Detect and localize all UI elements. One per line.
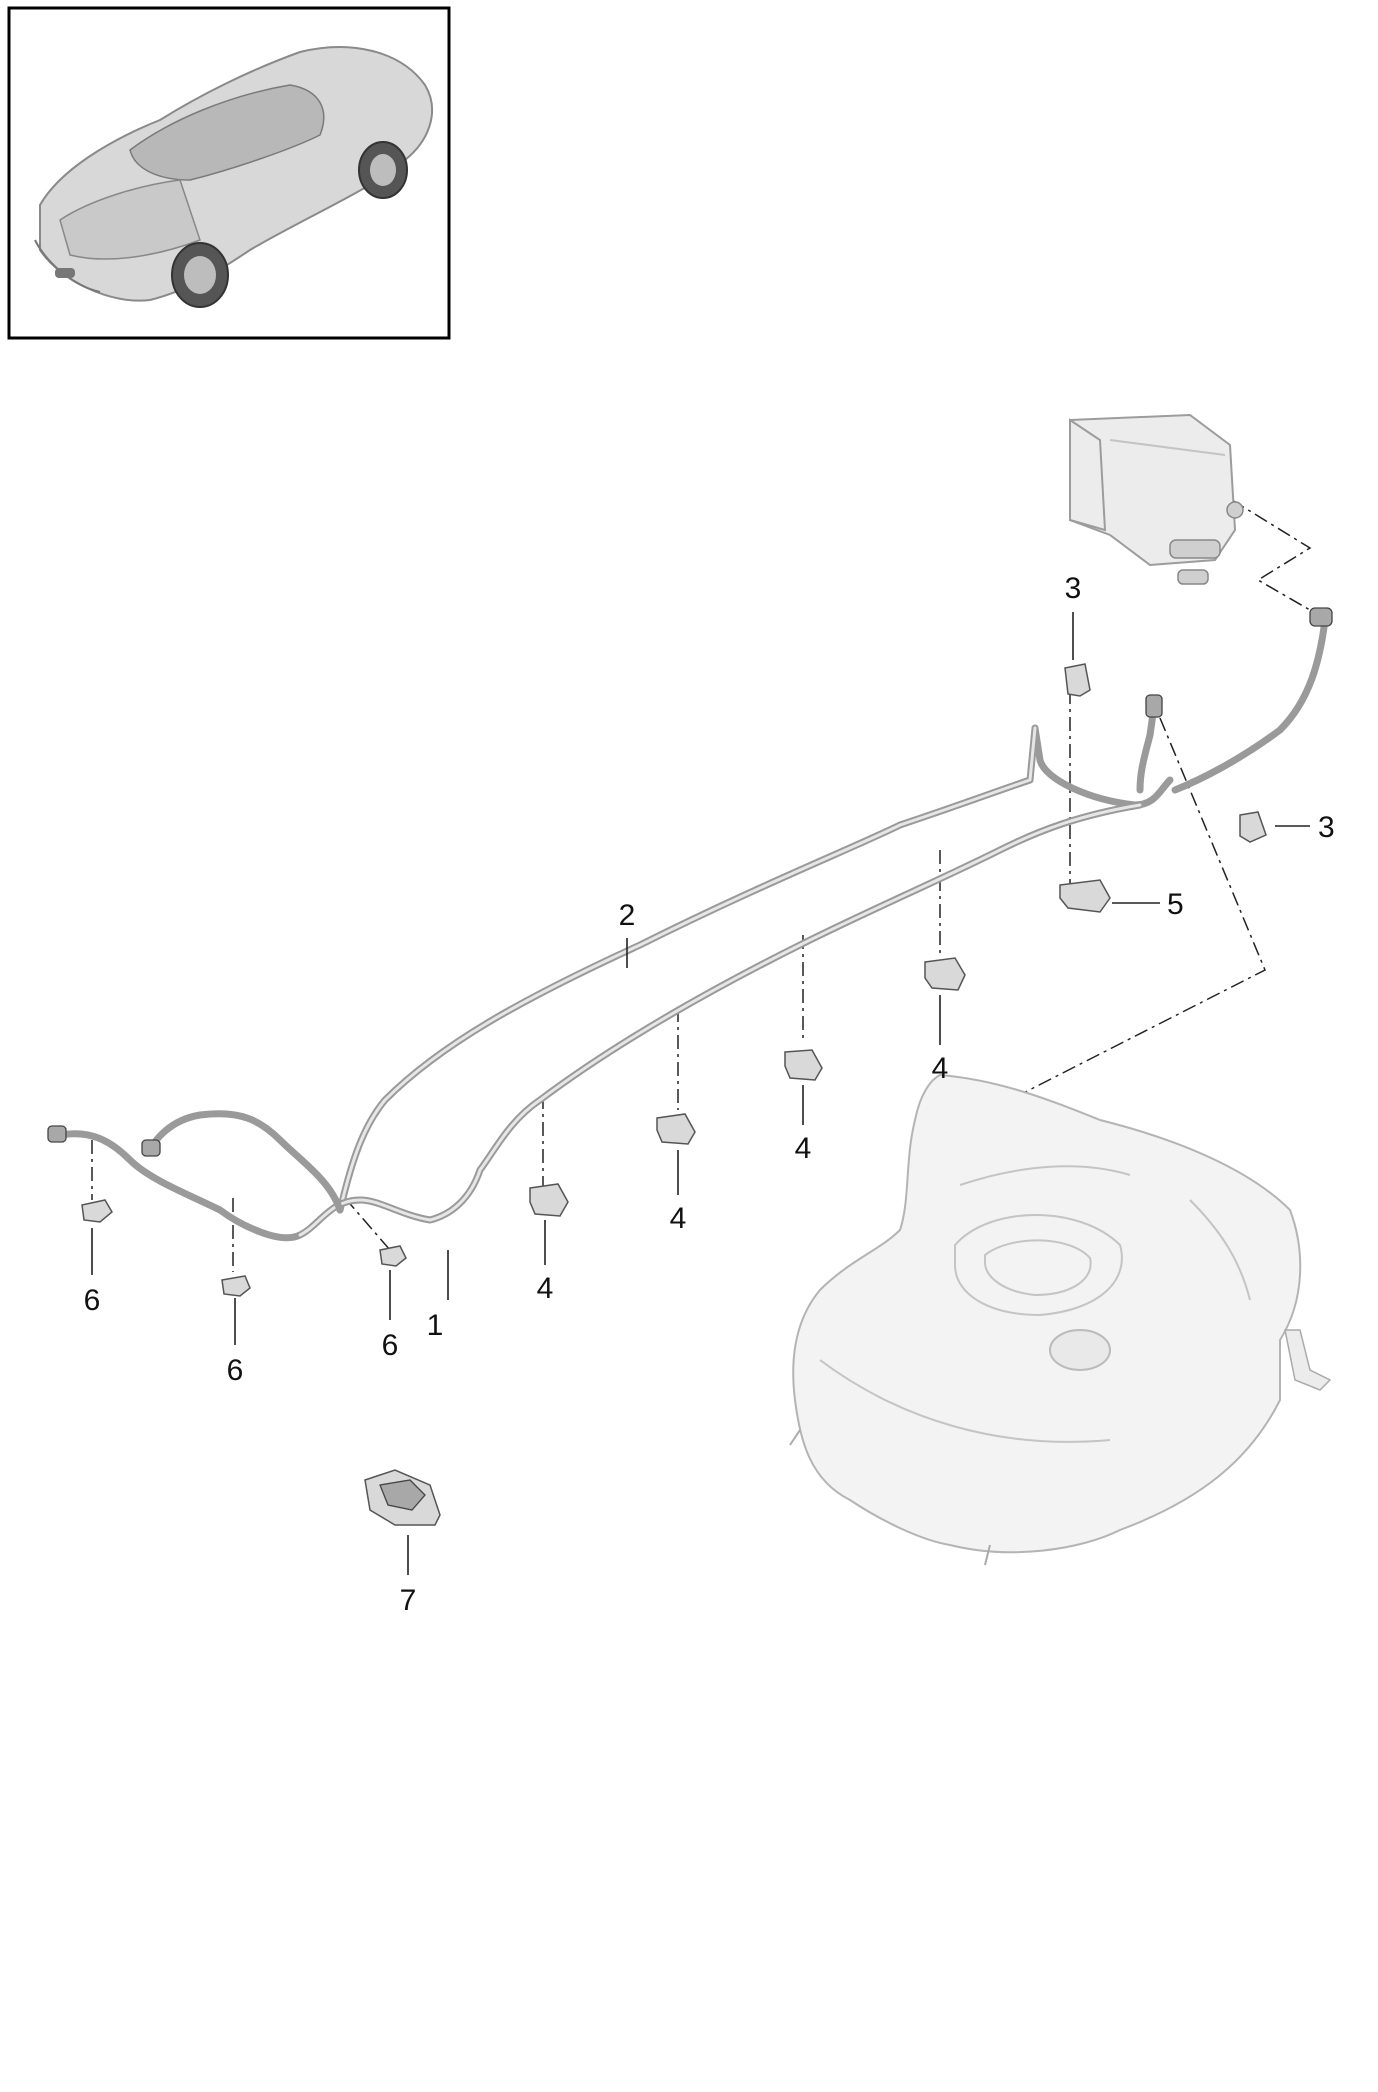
fuel-lines [47,607,1333,1242]
vehicle-thumbnail [7,6,451,340]
callout-3-upper: 3 [1065,572,1082,605]
callout-5: 5 [1167,888,1184,921]
clips [81,663,1267,1526]
clip-4-a [924,957,966,991]
callout-4-c: 4 [670,1202,687,1235]
clip-6-b [221,1275,251,1297]
assembly-guide-lines [91,499,1312,1272]
callout-6-a: 6 [84,1284,101,1317]
clip-5 [1059,879,1111,913]
leader-lines [91,612,1310,1575]
vent-line [1171,616,1329,794]
clip-4-d [529,1183,569,1217]
clip-3-upper [1064,663,1091,697]
fuel-tank [789,1073,1332,1566]
clip-3-right [1239,811,1267,843]
clip-4-b [784,1049,823,1081]
callout-4-a: 4 [932,1052,949,1085]
callout-1: 1 [427,1309,444,1342]
callout-4-b: 4 [795,1132,812,1165]
carbon-canister [1069,413,1244,585]
callout-labels: 1 2 3 3 4 4 4 4 4 5 6 6 6 7 [84,572,1335,1617]
callout-6-c: 6 [382,1329,399,1362]
clip-6-a [81,1199,113,1223]
clip-6-c [379,1245,407,1267]
callout-6-b: 6 [227,1354,244,1387]
callout-3-right: 3 [1318,811,1335,844]
callout-2: 2 [619,899,636,932]
callout-7: 7 [400,1584,417,1617]
callout-4-d: 4 [537,1272,554,1305]
clip-4-c [656,1113,696,1145]
